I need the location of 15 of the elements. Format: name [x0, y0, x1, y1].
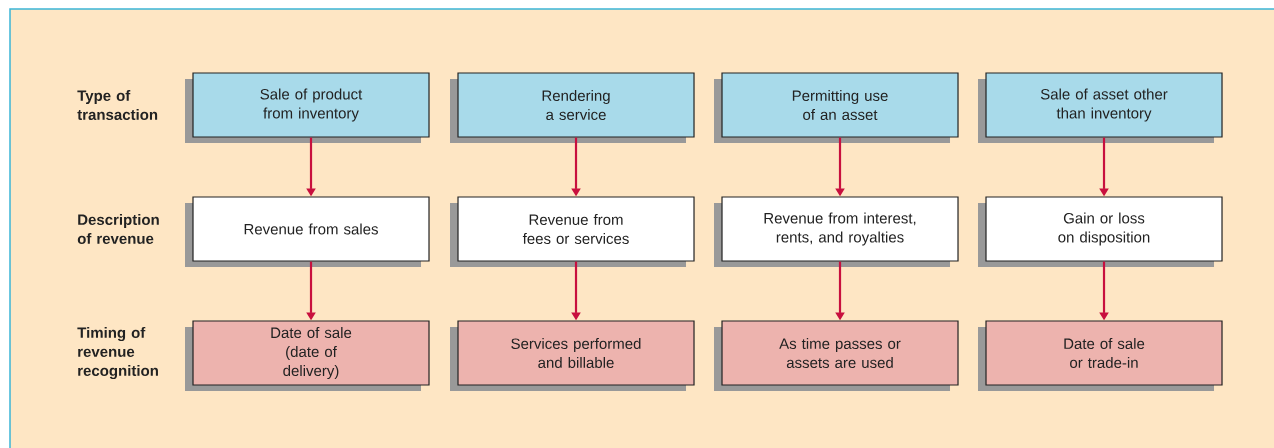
- recognition-box: Date of sale (date of delivery): [185, 320, 430, 391]
- row-heading: Description of revenue: [77, 214, 159, 244]
- transaction-box: Rendering a service: [450, 72, 695, 143]
- revenue-box: Revenue from fees or services: [450, 196, 695, 267]
- transaction-box: Sale of product from inventory: [185, 72, 430, 143]
- recognition-box: Date of sale or trade-in: [978, 320, 1223, 391]
- recognition-box: Services performed and billable: [450, 320, 695, 391]
- revenue-box: Revenue from interest, rents, and royalties: [714, 196, 959, 267]
- recognition-box: As time passes or assets are used: [714, 320, 959, 391]
- revenue-box: Gain or loss on disposition: [978, 196, 1223, 267]
- transaction-box: Sale of asset other than inventory: [978, 72, 1223, 143]
- revenue-box: Revenue from sales: [185, 196, 430, 267]
- row-heading: Type of transaction: [77, 90, 158, 120]
- transaction-box: Permitting use of an asset: [714, 72, 959, 143]
- row-heading: Timing of revenue recognition: [77, 327, 158, 380]
